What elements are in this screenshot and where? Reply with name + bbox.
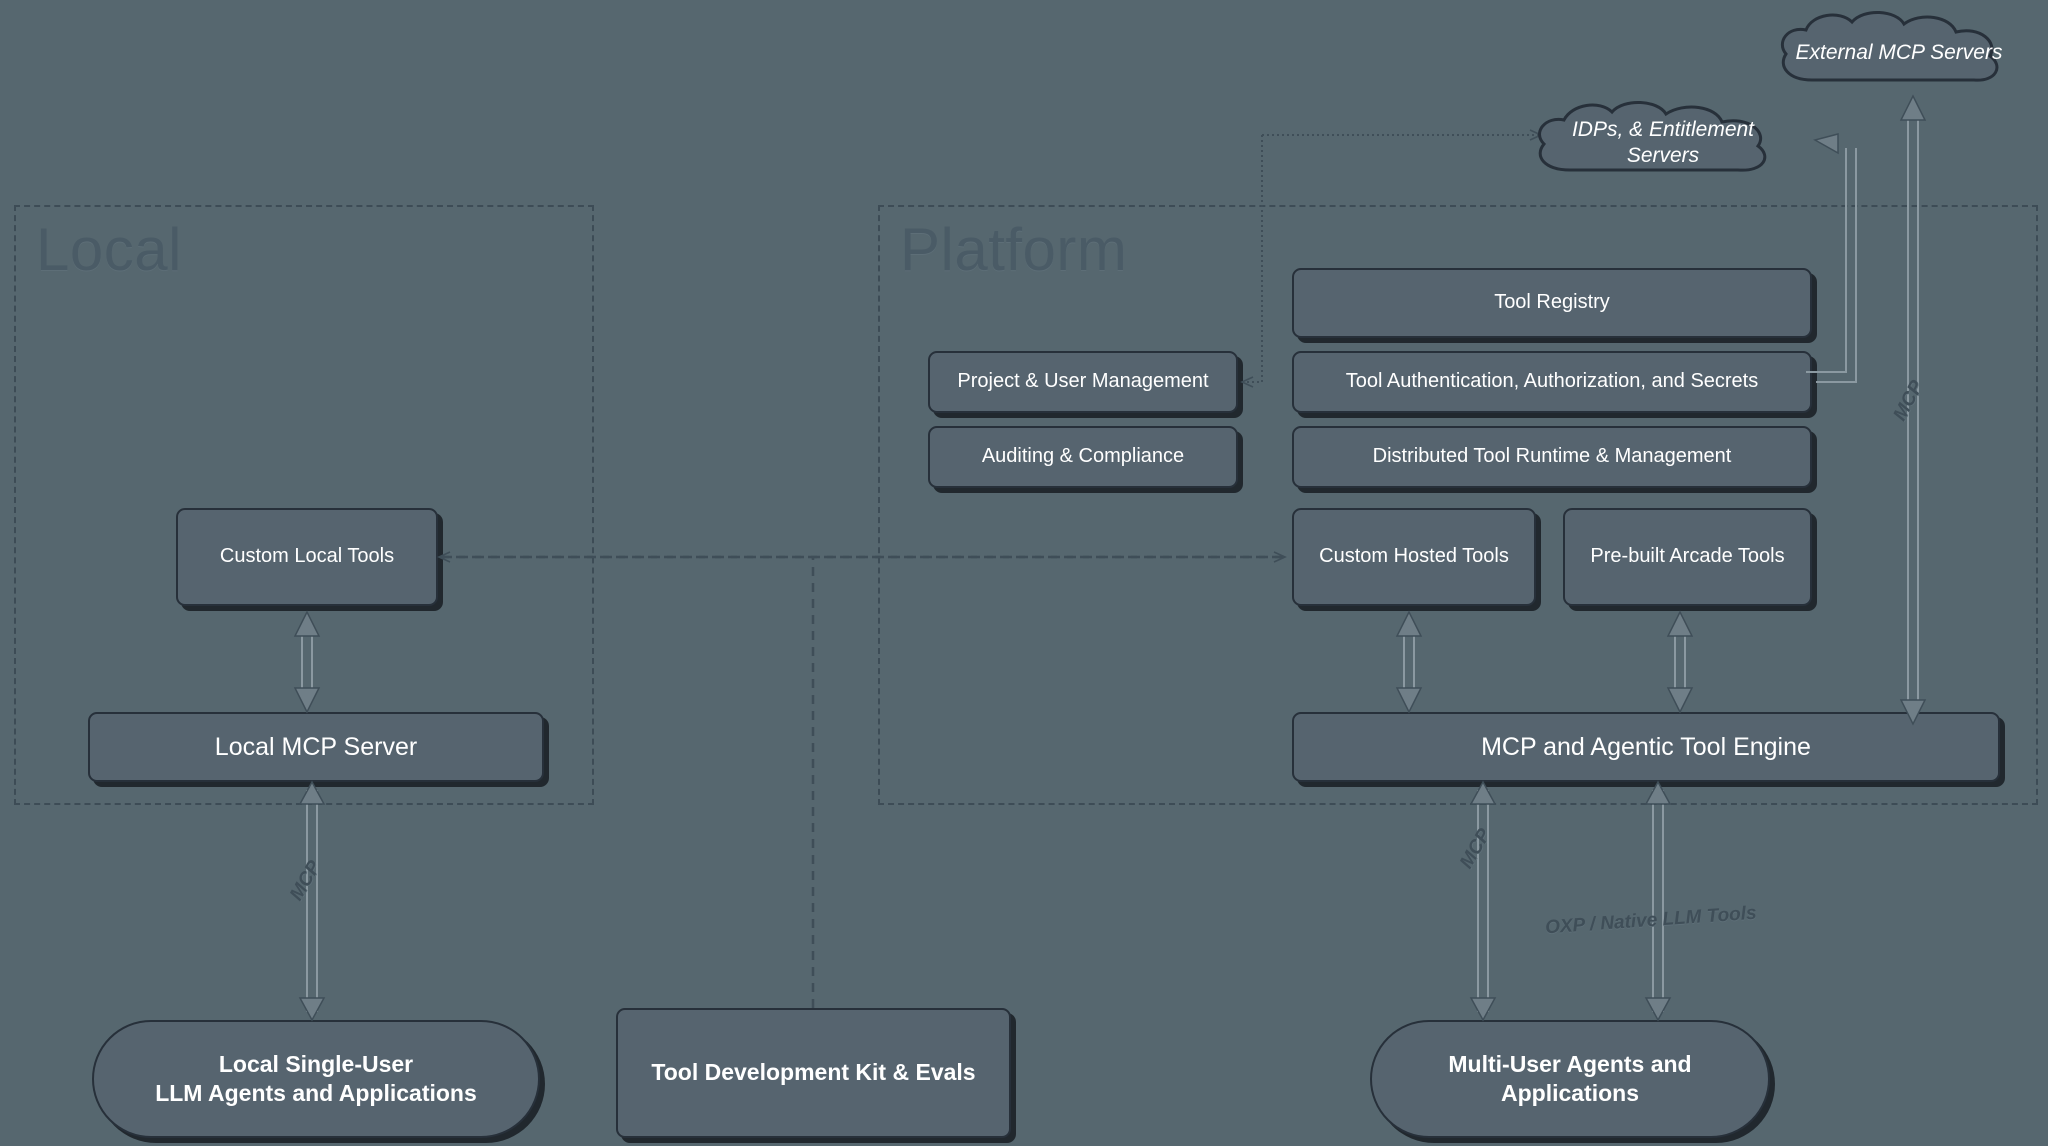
cloud-label: External MCP Servers — [1795, 41, 2003, 65]
node-tool-development-kit-evals[interactable]: Tool Development Kit & Evals — [616, 1008, 1011, 1138]
node-label-line1: Multi-User Agents and — [1448, 1050, 1692, 1077]
node-local-single-user-agents[interactable]: Local Single-User LLM Agents and Applica… — [92, 1020, 540, 1138]
cloud-idps-entitlement-servers: IDPs, & Entitlement Servers — [1524, 100, 1802, 186]
node-auditing-compliance[interactable]: Auditing & Compliance — [928, 426, 1238, 488]
edge-label-mcp-platform: MCP — [1456, 825, 1496, 873]
node-label-line2: LLM Agents and Applications — [155, 1080, 477, 1106]
node-distributed-tool-runtime-management[interactable]: Distributed Tool Runtime & Management — [1292, 426, 1812, 488]
node-tool-authentication-authorization-secrets[interactable]: Tool Authentication, Authorization, and … — [1292, 351, 1812, 413]
cloud-shape-icon — [1780, 10, 1999, 82]
edge-label-mcp-local: MCP — [286, 857, 326, 905]
node-local-mcp-server[interactable]: Local MCP Server — [88, 712, 544, 782]
node-custom-hosted-tools[interactable]: Custom Hosted Tools — [1292, 508, 1536, 606]
node-label-line2: Applications — [1500, 1080, 1639, 1106]
node-project-user-management[interactable]: Project & User Management — [928, 351, 1238, 413]
node-label-line1: Local Single-User — [218, 1050, 414, 1077]
node-multi-user-agents[interactable]: Multi-User Agents and Applications — [1370, 1020, 1770, 1138]
cloud-label: IDPs, & Entitlement Servers — [1571, 117, 1755, 167]
region-platform — [878, 205, 2038, 805]
node-mcp-agentic-tool-engine[interactable]: MCP and Agentic Tool Engine — [1292, 712, 2000, 782]
edge-label-oxp-native-llm-tools: OXP / Native LLM Tools — [1544, 902, 1758, 939]
node-tool-registry[interactable]: Tool Registry — [1292, 268, 1812, 338]
region-local-label: Local — [36, 216, 182, 283]
cloud-external-mcp-servers: External MCP Servers — [1768, 8, 2030, 98]
region-platform-label: Platform — [900, 216, 1128, 283]
node-prebuilt-arcade-tools[interactable]: Pre-built Arcade Tools — [1563, 508, 1812, 606]
node-custom-local-tools[interactable]: Custom Local Tools — [176, 508, 438, 606]
